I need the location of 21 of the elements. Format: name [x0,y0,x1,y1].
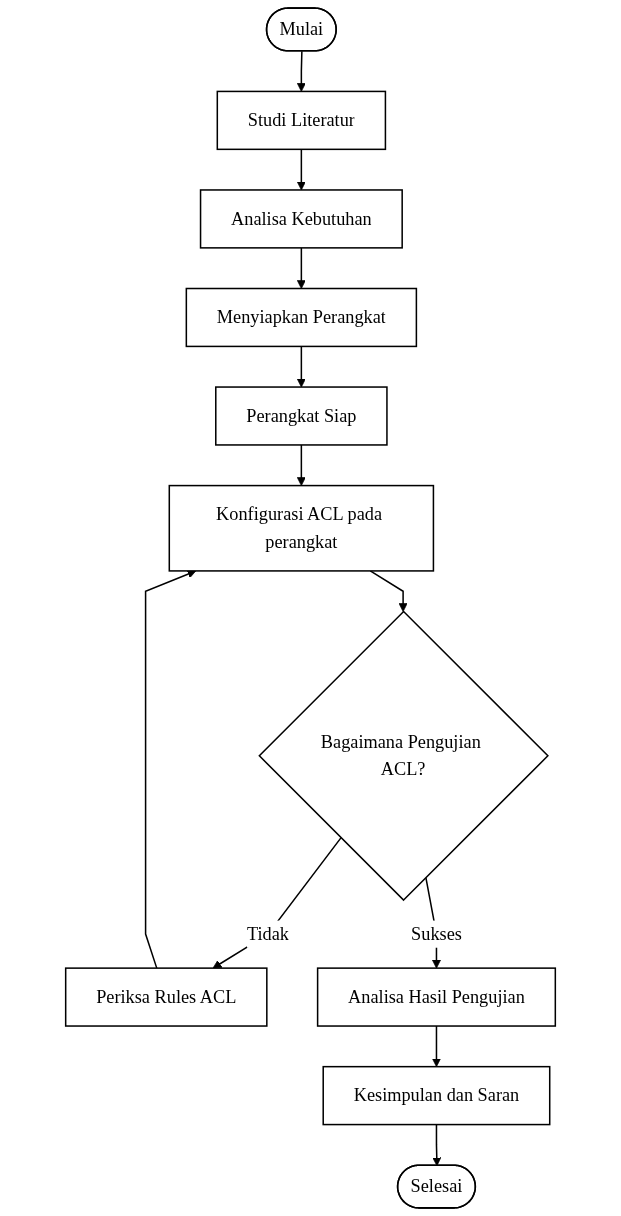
node-box: Menyiapkan Perangkat [185,287,418,348]
node-box: Analisa Hasil Pengujian [316,967,557,1027]
arrow [144,569,197,969]
arrow [296,247,306,289]
node-box: Perangkat Siap [215,386,388,446]
arrow [296,345,306,388]
arrow [432,1025,441,1068]
edge-label: Sukses [411,923,462,944]
node-box: Konfigurasi ACL pada perangkat [168,484,435,572]
node-box: Studi Literatur [216,90,387,151]
node-diamond: Bagaimana Pengujian ACL? [258,610,549,902]
arrow [369,570,408,612]
arrow [296,444,306,486]
arrow [296,148,306,191]
node-box: Analisa Kebutuhan [199,189,403,249]
node-box: Kesimpulan dan Saran [322,1065,551,1126]
node-box: Periksa Rules ACL [64,967,268,1027]
edge-label: Tidak [246,923,289,944]
arrow [432,1123,442,1167]
arrow [212,837,342,969]
arrow [296,50,306,92]
